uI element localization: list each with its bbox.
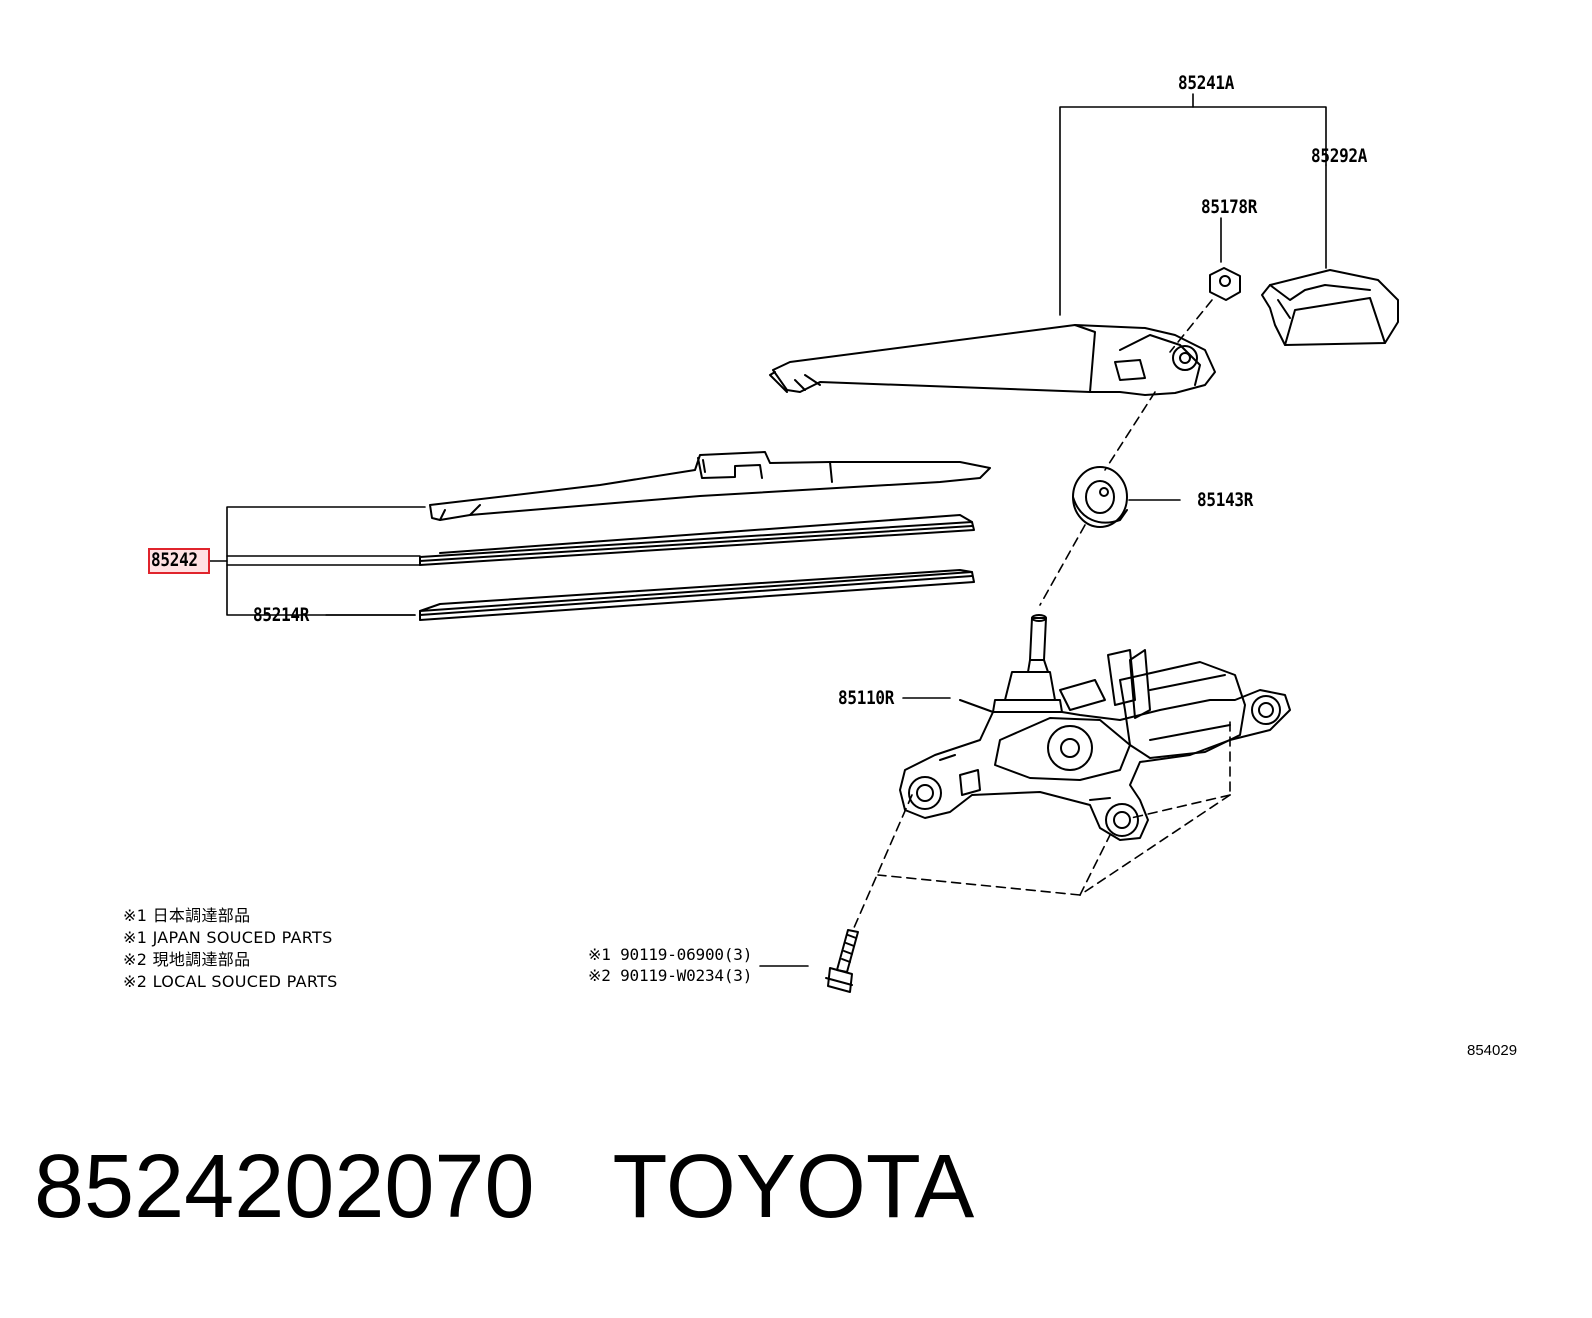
part-label-85110r[interactable]: 85110R [838, 687, 895, 709]
note-line-4: ※2 LOCAL SOUCED PARTS [123, 972, 338, 991]
bolt [825, 929, 859, 993]
grommet [1072, 466, 1128, 528]
part-label-85241a[interactable]: 85241A [1178, 72, 1235, 94]
wiper-blade-body [429, 451, 991, 521]
wiper-arm [769, 324, 1216, 396]
selected-part-highlight [148, 548, 210, 574]
bolt-label-2[interactable]: ※2 90119-W0234(3) [588, 966, 753, 985]
bolt-label-1[interactable]: ※1 90119-06900(3) [588, 945, 753, 964]
part-label-85214r[interactable]: 85214R [253, 604, 310, 626]
drawing-number: 854029 [1467, 1042, 1518, 1059]
footer-part-number: 8524202070 [34, 1137, 535, 1237]
nut [1209, 267, 1241, 301]
note-line-1: ※1 日本調達部品 [123, 906, 251, 925]
note-line-2: ※1 JAPAN SOUCED PARTS [123, 928, 333, 947]
rubber-refill [419, 569, 975, 621]
part-label-85292a[interactable]: 85292A [1311, 145, 1368, 167]
wiper-motor [899, 614, 1291, 841]
part-label-85178r[interactable]: 85178R [1201, 196, 1258, 218]
leader-lines [209, 93, 1327, 967]
arm-cap [1261, 269, 1399, 346]
part-label-85143r[interactable]: 85143R [1197, 489, 1254, 511]
part-label-85242[interactable]: 85242 [151, 549, 198, 571]
assembly-dashed-lines [852, 299, 1231, 931]
blade-strip [419, 514, 975, 566]
note-line-3: ※2 現地調達部品 [123, 950, 251, 969]
footer-brand: TOYOTA [612, 1137, 975, 1237]
